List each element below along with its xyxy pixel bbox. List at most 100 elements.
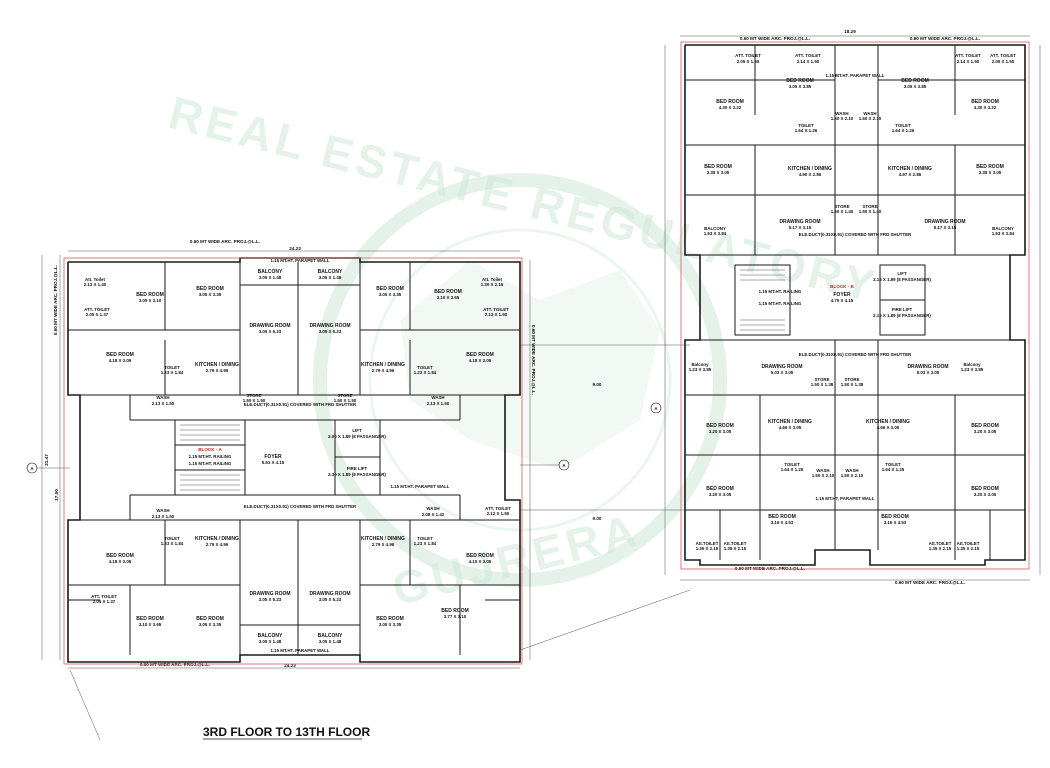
room-label: 2.14 X 1.50 bbox=[957, 59, 980, 64]
room-label: 5.03 X 3.05 bbox=[917, 370, 940, 375]
room-label: FIRE LIFT bbox=[347, 466, 368, 471]
block-a-proj-top: 0.60 MT WIDE ARC. PROJ.@L.L. bbox=[190, 239, 260, 244]
room-label: 4.18 X 3.05 bbox=[109, 559, 132, 564]
room-label: 2.13 X 1.40 bbox=[84, 282, 107, 287]
block-a-proj-left: 0.60 MT WIDE ARC. PROJ.@L.L. bbox=[53, 265, 58, 335]
block-b-proj-bottom-left: 0.60 MT WIDE ARC. PROJ.@L.L. bbox=[735, 566, 805, 571]
room-label: 2.79 X 4.96 bbox=[372, 368, 395, 373]
room-label: DRAWING ROOM bbox=[779, 219, 820, 225]
room-label: Att.TOILET bbox=[696, 541, 719, 546]
room-label: 3.20 X 3.05 bbox=[974, 492, 997, 497]
room-label: 2.79 X 4.96 bbox=[206, 542, 229, 547]
room-label: 1.64 X 1.25 bbox=[882, 467, 905, 472]
room-label: BALCONY bbox=[992, 226, 1014, 231]
room-label: BED ROOM bbox=[971, 99, 999, 105]
room-label: 3.05 X 5.23 bbox=[319, 329, 342, 334]
room-label: BED ROOM bbox=[971, 423, 999, 429]
room-label: 2.15 X 1.89 (8 PASSANGER) bbox=[873, 313, 931, 318]
room-label: BED ROOM bbox=[376, 616, 404, 622]
room-label: 2.05 X 1.50 bbox=[737, 59, 760, 64]
room-label: 3.05 X 3.10 bbox=[139, 298, 162, 303]
room-label: STORE bbox=[814, 377, 829, 382]
room-label: BED ROOM bbox=[716, 99, 744, 105]
room-label: BED ROOM bbox=[768, 514, 796, 520]
room-label: 3.05 X 3.35 bbox=[199, 292, 222, 297]
room-label: 1.50 X 1.38 bbox=[811, 382, 834, 387]
room-label: BED ROOM bbox=[106, 352, 134, 358]
room-label: 1.50 X 1.40 bbox=[859, 209, 882, 214]
room-label: 1.23 X 1.84 bbox=[161, 370, 184, 375]
room-label: ELE.DUCT(0.31X0.91) COVERED WITH FRD SHU… bbox=[799, 232, 912, 237]
room-label: BED ROOM bbox=[706, 423, 734, 429]
room-label: DRAWING ROOM bbox=[761, 364, 802, 370]
block-a-height-left2: 17.50 bbox=[54, 489, 59, 501]
room-label: 3.16 X 4.53 bbox=[884, 520, 907, 525]
room-label: BED ROOM bbox=[706, 486, 734, 492]
room-label: 3.10 X 3.65 bbox=[437, 295, 460, 300]
room-label: 3.77 X 3.10 bbox=[444, 614, 467, 619]
room-label: Att.TOILET bbox=[957, 541, 980, 546]
room-label: DRAWING ROOM bbox=[309, 323, 350, 329]
room-label: BED ROOM bbox=[786, 78, 814, 84]
room-label: DRAWING ROOM bbox=[249, 591, 290, 597]
room-label: TOILET bbox=[164, 536, 180, 541]
room-label: 1.35 X 2.15 bbox=[696, 546, 719, 551]
room-label: BALCONY bbox=[318, 269, 343, 275]
room-label: BED ROOM bbox=[466, 553, 494, 559]
room-label: 1.23 X 3.85 bbox=[689, 367, 712, 372]
room-label: STORE bbox=[844, 377, 859, 382]
room-label: DRAWING ROOM bbox=[924, 219, 965, 225]
room-label: WASH bbox=[156, 395, 169, 400]
room-label: WASH bbox=[431, 395, 444, 400]
room-label: 4.90 X 2.86 bbox=[799, 172, 822, 177]
room-label: 3.05 X 3.35 bbox=[379, 622, 402, 627]
room-label: 5.17 X 3.15 bbox=[789, 225, 812, 230]
room-label: Att.TOILET bbox=[929, 541, 952, 546]
room-label: 2.15 X 1.89 (8 PASSANGER) bbox=[873, 277, 931, 282]
room-label: A bbox=[654, 406, 658, 411]
room-label: BED ROOM bbox=[704, 164, 732, 170]
block-a-proj-right: 0.60 MT WIDE ARC. PROJ.@L.L. bbox=[531, 325, 536, 395]
block-b-proj-top-left: 0.60 MT WIDE ARC. PROJ.@L.L. bbox=[740, 36, 810, 41]
room-label: ELE.DUCT(0.31X0.91) COVERED WITH FRD SHU… bbox=[244, 402, 357, 407]
room-label: 2.08 X 1.42 bbox=[422, 512, 445, 517]
room-label: 3.05 X 3.85 bbox=[789, 84, 812, 89]
room-label: 3.05 X 5.23 bbox=[319, 597, 342, 602]
room-label: 3.05 X 1.48 bbox=[319, 639, 342, 644]
axis-markers: A A A bbox=[26, 402, 662, 474]
room-label: 1.64 X 1.26 bbox=[892, 128, 915, 133]
room-label: ATT. TOILET bbox=[84, 307, 110, 312]
room-label: BED ROOM bbox=[434, 289, 462, 295]
room-label: 1.50 X 1.50 bbox=[334, 398, 357, 403]
watermark: REAL ESTATE REGULATORY GUJRERA bbox=[164, 86, 884, 615]
room-label: A bbox=[30, 466, 34, 471]
room-label: 1.23 X 1.84 bbox=[161, 541, 184, 546]
room-label: 2.12 X 1.50 bbox=[487, 511, 510, 516]
room-label: Balcony bbox=[691, 362, 709, 367]
room-label: DRAWING ROOM bbox=[907, 364, 948, 370]
block-a-width-bottom: 24.23 bbox=[284, 663, 296, 668]
room-label: DRAWING ROOM bbox=[249, 323, 290, 329]
room-label: STORE bbox=[862, 204, 877, 209]
room-label: 1.15 MT.HT. PARAPET WALL bbox=[391, 484, 450, 489]
room-label: 3.05 X 3.35 bbox=[379, 292, 402, 297]
room-label: BALCONY bbox=[318, 633, 343, 639]
room-label: 3.05 X 1.48 bbox=[259, 275, 282, 280]
room-label: BALCONY bbox=[258, 269, 283, 275]
room-label: 2.05 X 1.50 bbox=[992, 59, 1015, 64]
room-label: 5.17 X 3.15 bbox=[934, 225, 957, 230]
room-label: 1.15 MT.HT. PARAPET WALL bbox=[816, 496, 875, 501]
room-label: 1.50 X 1.40 bbox=[831, 209, 854, 214]
room-label: 1.50 X 2.10 bbox=[812, 473, 835, 478]
room-label: BED ROOM bbox=[196, 616, 224, 622]
room-label: 4.66 X 3.05 bbox=[779, 425, 802, 430]
room-label: TOILET bbox=[784, 462, 800, 467]
room-label: TOILET bbox=[895, 123, 911, 128]
room-label: 4.75 X 4.15 bbox=[831, 298, 854, 303]
room-label: 2.13 X 1.50 bbox=[427, 401, 450, 406]
room-label: LIFT bbox=[897, 271, 907, 276]
block-a-width-top: 24.23 bbox=[289, 246, 301, 251]
room-label: 5.03 X 3.05 bbox=[771, 370, 794, 375]
block-b-room-labels: ATT. TOILET 2.05 X 1.50 ATT. TOILET 2.14… bbox=[689, 53, 1016, 551]
room-label: 2.14 X 1.50 bbox=[797, 59, 820, 64]
